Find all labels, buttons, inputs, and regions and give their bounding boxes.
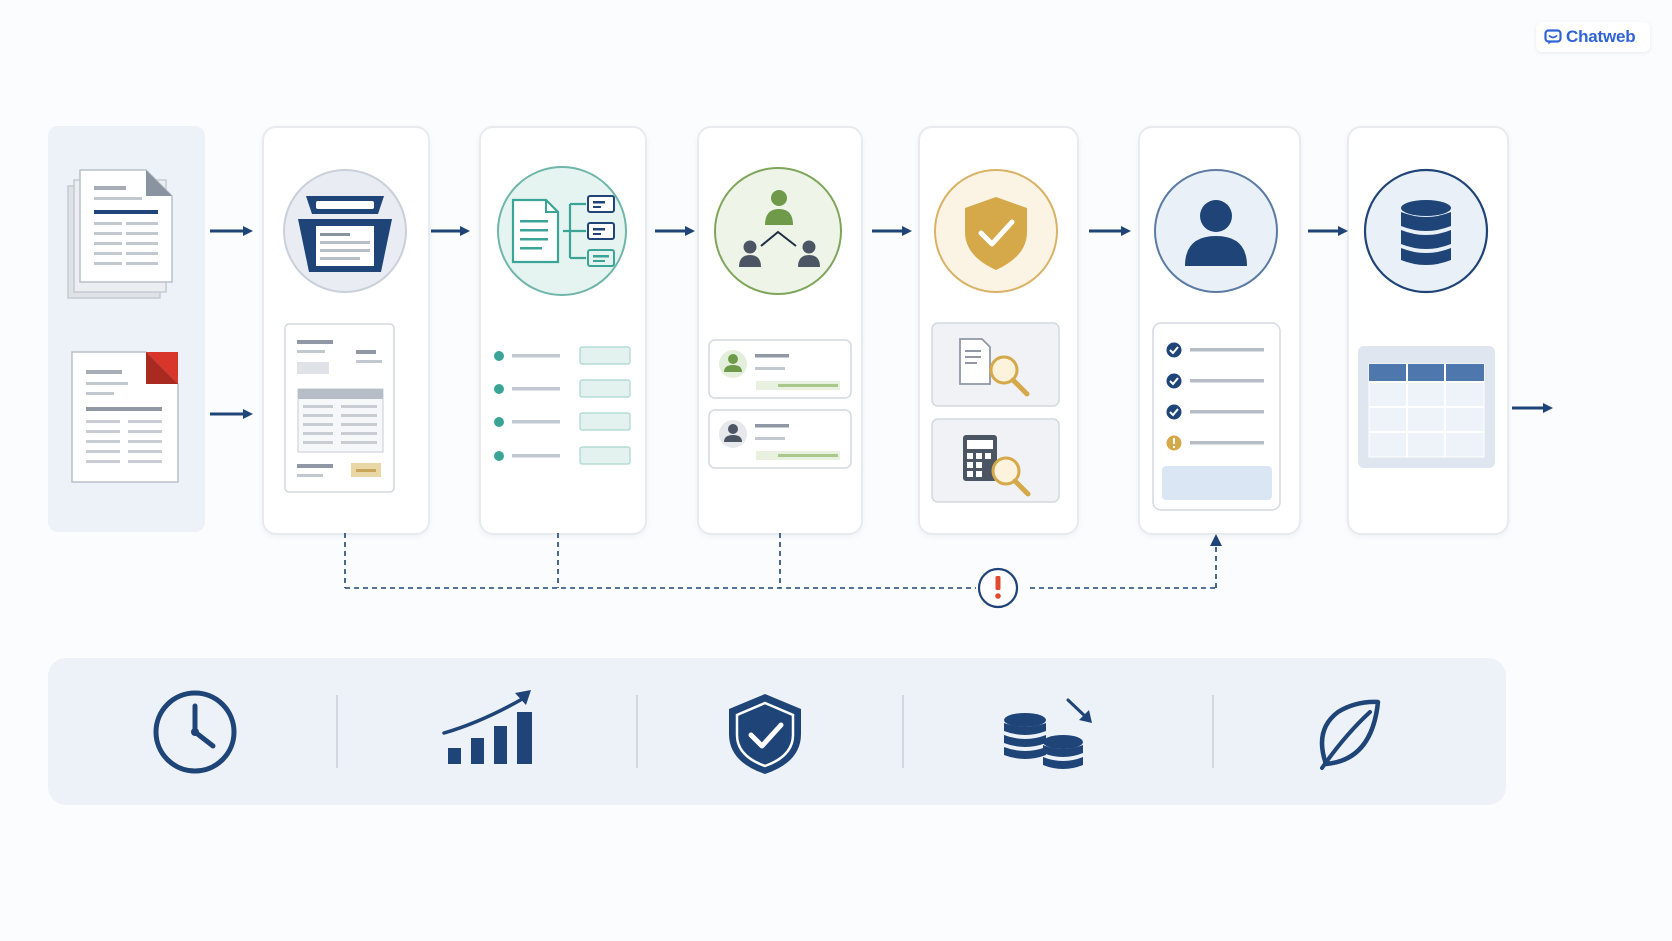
review-checklist [1152, 322, 1281, 511]
list-item [1166, 373, 1264, 389]
shield-check-icon [934, 169, 1058, 293]
scanner-icon [283, 169, 407, 293]
list-item [708, 339, 852, 399]
document-search-icon [959, 338, 1030, 397]
database-icon [1363, 168, 1489, 294]
scanned-invoice-preview [284, 323, 395, 493]
assigned-user-cards [708, 339, 852, 469]
list-item [494, 379, 631, 398]
list-item [1166, 404, 1264, 420]
pdf-file-icon [71, 351, 179, 483]
brand-label: Chatweb [1566, 27, 1636, 46]
exception-path [344, 533, 1217, 589]
list-item [494, 446, 631, 465]
benefit-shield-icon [729, 694, 801, 774]
brand-badge[interactable]: Chatweb [1536, 22, 1650, 52]
document-stack-icon [67, 169, 173, 299]
exception-arrowhead [1210, 534, 1222, 546]
list-item [1166, 435, 1264, 451]
clock-icon [153, 690, 237, 774]
coins-decrease-icon [1004, 698, 1092, 769]
calculator-search-icon [963, 435, 1031, 497]
list-item [494, 346, 631, 365]
list-item [1166, 342, 1264, 358]
calculator-search-card [931, 418, 1060, 503]
list-item [494, 412, 631, 431]
benefit-dividers [336, 695, 1214, 768]
list-item [708, 409, 852, 469]
flow-arrows [210, 226, 1553, 419]
user-routing-icon [714, 167, 842, 295]
user-icon [1154, 169, 1278, 293]
leaf-icon [1319, 699, 1381, 770]
exclamation-alert-icon [977, 567, 1019, 609]
data-table-preview [1358, 346, 1495, 468]
document-search-card [931, 322, 1060, 407]
document-fields-extraction-icon [497, 166, 627, 296]
chat-icon [1544, 29, 1562, 45]
approve-bar [1162, 466, 1272, 500]
extracted-field-list [494, 346, 631, 465]
growth-chart-icon [442, 690, 532, 764]
